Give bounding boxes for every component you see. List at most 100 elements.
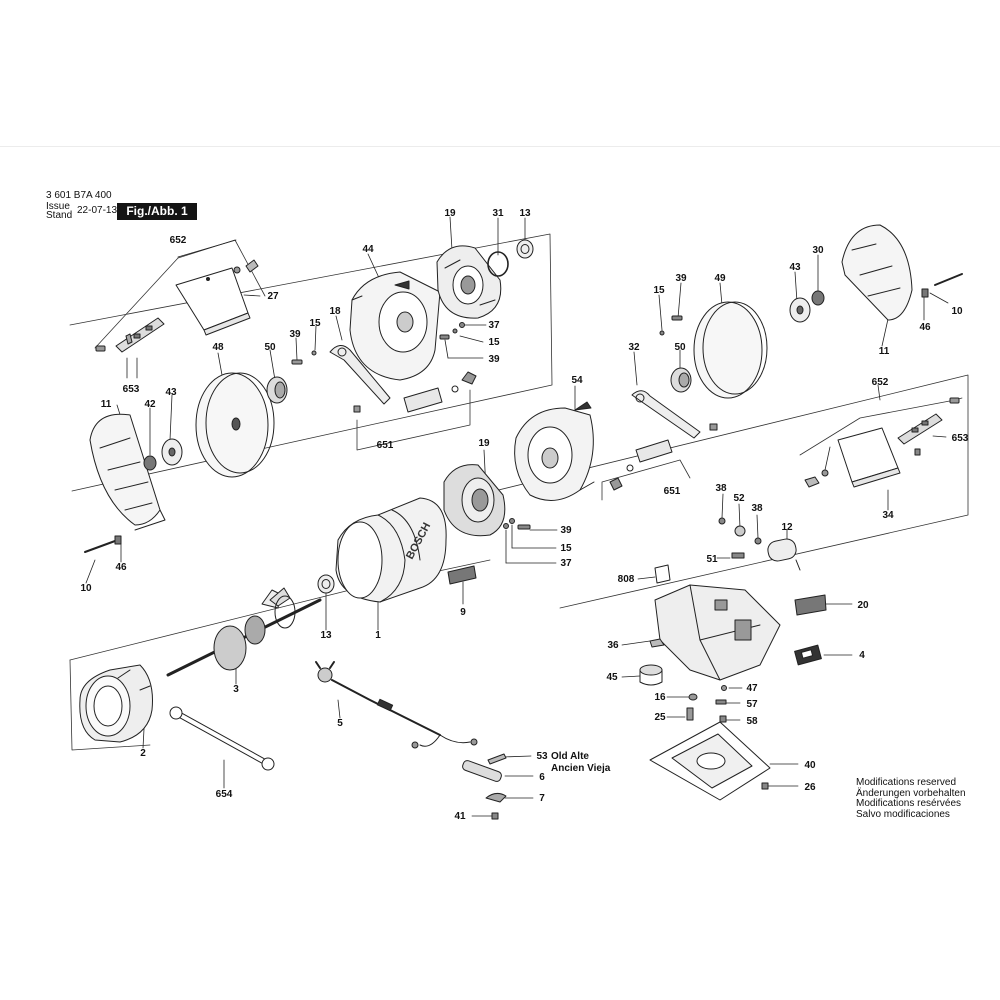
part-47-washer xyxy=(721,685,727,691)
callout-1: 1 xyxy=(375,630,381,641)
part-653-hinge-right xyxy=(897,413,943,445)
issue-date: 22-07-13 xyxy=(77,205,118,216)
part-6-cable-sleeve xyxy=(462,760,502,782)
part-48-grinding-wheel-left xyxy=(195,372,275,478)
callout-34: 34 xyxy=(882,510,894,521)
notice-en: Modifications reserved xyxy=(856,777,957,788)
part-26-screw xyxy=(761,782,769,790)
part-49-grinding-wheel-right xyxy=(693,301,768,399)
callout-30: 30 xyxy=(812,245,824,256)
callout-49: 49 xyxy=(714,273,726,284)
part-41-screw xyxy=(491,812,499,820)
part-25-screw xyxy=(686,707,694,721)
callout-50: 50 xyxy=(264,342,276,353)
part-43-flange-right xyxy=(789,297,811,323)
callout-13: 13 xyxy=(519,208,531,219)
callout-15: 15 xyxy=(488,337,500,348)
callout-652: 652 xyxy=(872,377,889,388)
part-54-wheel-guard-right xyxy=(514,401,595,501)
callout-26: 26 xyxy=(804,782,816,793)
callout-37: 37 xyxy=(560,558,572,569)
part-42-nut-left xyxy=(143,455,157,471)
document-number: 3 601 B7A 400 xyxy=(46,190,112,201)
callout-10: 10 xyxy=(951,306,963,317)
part-11-guard-right xyxy=(841,224,913,321)
part-30-nut-right xyxy=(811,290,825,306)
callout-7: 7 xyxy=(539,793,545,804)
callout-38: 38 xyxy=(751,503,763,514)
part-10-bolt-left xyxy=(84,535,122,553)
callout-25: 25 xyxy=(654,712,666,723)
callout-3: 3 xyxy=(233,684,239,695)
part-32-spark-deflector-right xyxy=(631,390,718,439)
callout-11: 11 xyxy=(879,346,890,357)
callout-653: 653 xyxy=(952,433,969,444)
part-27-cover-plate xyxy=(175,267,251,336)
callout-2: 2 xyxy=(140,748,146,759)
callout-652: 652 xyxy=(170,235,187,246)
callout-43: 43 xyxy=(165,387,177,398)
callout-45: 45 xyxy=(606,672,618,683)
part-40-base-plate xyxy=(649,721,771,801)
figure-label: Fig./Abb. 1 xyxy=(117,203,197,220)
callout-27: 27 xyxy=(267,291,279,302)
part-50-flange-right xyxy=(670,367,692,393)
part-57-pin xyxy=(715,699,727,705)
callout-47: 47 xyxy=(746,683,758,694)
part-45-foot xyxy=(639,664,663,686)
part-52-washer xyxy=(734,525,746,537)
callout-19: 19 xyxy=(444,208,456,219)
callout-5: 5 xyxy=(337,718,343,729)
part-50-flange-left xyxy=(266,376,288,404)
part-34-cover-plate-right xyxy=(837,427,901,488)
part-18-spark-deflector xyxy=(329,345,391,413)
part-12-capacitor xyxy=(767,538,801,571)
callout-46: 46 xyxy=(919,322,931,333)
callout-4: 4 xyxy=(859,650,865,661)
callout-48: 48 xyxy=(212,342,224,353)
callout-43: 43 xyxy=(789,262,801,273)
callout-654: 654 xyxy=(216,789,233,800)
callout-15: 15 xyxy=(309,318,321,329)
screws-15-39-right xyxy=(659,315,683,336)
callout-653: 653 xyxy=(123,384,140,395)
part-9-label xyxy=(447,565,477,585)
callout-40: 40 xyxy=(804,760,816,771)
part-58-screw xyxy=(719,715,727,723)
callout-651: 651 xyxy=(664,486,681,497)
callout-39: 39 xyxy=(488,354,500,365)
callout-46: 46 xyxy=(115,562,127,573)
part-36-base-frame xyxy=(649,584,781,681)
callout-15: 15 xyxy=(653,285,665,296)
part-808-label xyxy=(654,564,671,584)
callout-54: 54 xyxy=(571,375,583,386)
part-653-hinge-left xyxy=(115,317,165,353)
part-13-bearing-motor xyxy=(317,574,335,594)
callout-39: 39 xyxy=(560,525,572,536)
callout-41: 41 xyxy=(454,811,466,822)
callout-13: 13 xyxy=(320,630,332,641)
callout-19: 19 xyxy=(478,438,490,449)
callout-10: 10 xyxy=(80,583,92,594)
callout-42: 42 xyxy=(144,399,156,410)
callout-31: 31 xyxy=(492,208,504,219)
part-20-label-plate xyxy=(794,594,827,616)
part-13-bearing-top xyxy=(516,239,534,259)
screws-39-15-37-mid xyxy=(503,518,531,530)
callout-808: 808 xyxy=(618,574,635,585)
part-654-wrench xyxy=(169,706,275,771)
part-51-pin xyxy=(731,552,745,559)
part-2-end-cap xyxy=(79,664,153,743)
part-1-motor-housing: BOSCH xyxy=(335,497,447,603)
top-rule xyxy=(0,146,1000,147)
part-31-ring-top xyxy=(487,251,509,277)
part-4-switch xyxy=(794,644,822,666)
callout-32: 32 xyxy=(628,342,640,353)
callout-57: 57 xyxy=(746,699,758,710)
part-53-cable-clip xyxy=(487,753,507,765)
part-44-wheel-guard-left xyxy=(349,271,441,381)
callout-11: 11 xyxy=(101,399,112,410)
